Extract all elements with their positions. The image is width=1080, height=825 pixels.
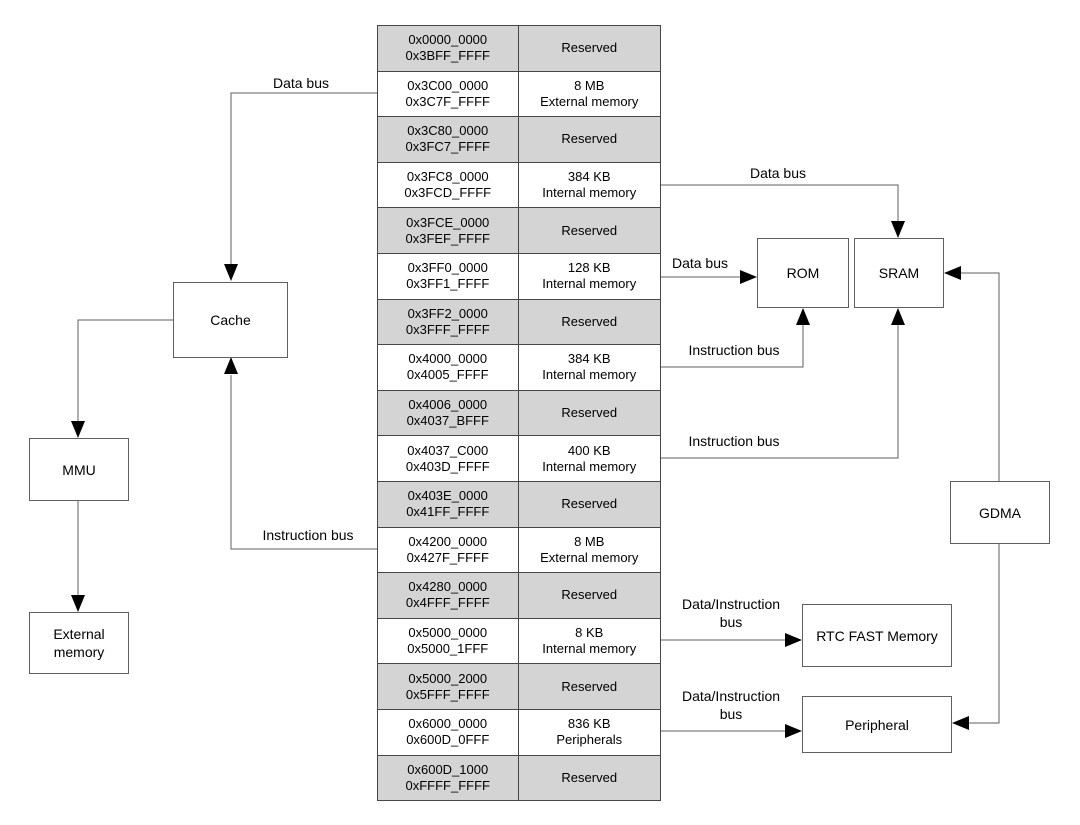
address-range-cell: 0x5000_2000 0x5FFF_FFFF — [378, 664, 519, 709]
arrowhead-into-sram-bottom — [891, 308, 905, 325]
address-range-cell: 0x6000_0000 0x600D_0FFF — [378, 709, 519, 755]
address-range-cell: 0x4200_0000 0x427F_FFFF — [378, 527, 519, 573]
address-range-cell: 0x4280_0000 0x4FFF_FFFF — [378, 573, 519, 618]
arrowhead-into-external-memory — [71, 595, 85, 612]
description-cell: Reserved — [518, 390, 660, 436]
address-range-cell: 0x3FC8_0000 0x3FCD_FFFF — [378, 162, 519, 208]
arrowhead-into-sram-right — [944, 266, 961, 280]
description-cell: Reserved — [518, 26, 660, 71]
arrowhead-into-sram-top — [891, 221, 905, 238]
address-range-cell: 0x3FF0_0000 0x3FF1_FFFF — [378, 253, 519, 299]
table-row: 0x3C00_0000 0x3C7F_FFFF 8 MB External mem… — [378, 70, 660, 117]
cache-box: Cache — [173, 282, 288, 358]
arrowhead-into-cache-bottom — [224, 357, 238, 374]
rom-box: ROM — [757, 238, 849, 308]
peripheral-box: Peripheral — [802, 696, 952, 753]
address-range-cell: 0x600D_1000 0xFFFF_FFFF — [378, 755, 519, 801]
address-range-cell: 0x4006_0000 0x4037_BFFF — [378, 390, 519, 436]
external-memory-box: External memory — [29, 612, 129, 674]
description-cell: 128 KB Internal memory — [542, 260, 637, 292]
description-cell: 836 KB Peripherals — [556, 716, 623, 748]
data-bus-cache-label: Data bus — [272, 75, 330, 91]
instruction-bus-to-cache-wire — [230, 375, 377, 550]
description-cell: 8 KB Internal memory — [542, 625, 637, 657]
instruction-bus-cache-label: Instruction bus — [262, 527, 354, 543]
description-cell: 400 KB Internal memory — [542, 442, 637, 474]
data-bus-to-cache-wire — [230, 92, 377, 265]
table-row: 0x4000_0000 0x4005_FFFF 384 KB Internal m… — [378, 344, 660, 390]
gdma-box: GDMA — [950, 481, 1050, 544]
sram-box: SRAM — [854, 238, 944, 308]
description-cell: Reserved — [518, 481, 660, 527]
description-cell: Reserved — [518, 573, 660, 618]
address-range-cell: 0x3FCE_0000 0x3FEF_FFFF — [378, 208, 519, 253]
address-range-cell: 0x0000_0000 0x3BFF_FFFF — [378, 26, 519, 71]
description-cell: Reserved — [518, 208, 660, 253]
table-row: 0x4037_C000 0x403D_FFFF 400 KB Internal m… — [378, 435, 660, 481]
description-cell: Reserved — [518, 117, 660, 162]
instruction-bus-rom-label: Instruction bus — [688, 342, 780, 358]
data-bus-to-sram-wire — [661, 184, 899, 222]
description-cell: 384 KB Internal memory — [542, 169, 637, 201]
address-range-cell: 0x403E_0000 0x41FF_FFFF — [378, 481, 519, 527]
description-cell: 8 MB External memory — [540, 533, 639, 565]
table-row: 0x3FC8_0000 0x3FCD_FFFF 384 KB Internal m… — [378, 161, 660, 208]
description-cell: Reserved — [518, 755, 660, 801]
arrowhead-into-rom-bottom — [796, 308, 810, 325]
gdma-to-peripheral-wire — [968, 544, 1000, 724]
arrowhead-into-peripheral-right — [952, 716, 969, 730]
data-instruction-bus-peripheral-label: Data/Instruction bus — [681, 688, 781, 722]
arrowhead-into-rom-left — [740, 270, 757, 284]
rtc-fast-memory-box: RTC FAST Memory — [802, 604, 952, 667]
address-range-cell: 0x3FF2_0000 0x3FFF_FFFF — [378, 299, 519, 345]
table-row: 0x3FF0_0000 0x3FF1_FFFF 128 KB Internal m… — [378, 252, 660, 299]
address-range-cell: 0x3C80_0000 0x3FC7_FFFF — [378, 117, 519, 162]
data-bus-rom-label: Data bus — [671, 255, 729, 271]
arrowhead-into-rtc — [785, 633, 802, 647]
description-cell: 384 KB Internal memory — [542, 351, 637, 383]
instruction-bus-to-sram-wire — [661, 324, 899, 459]
address-range-cell: 0x5000_0000 0x5000_1FFF — [378, 618, 519, 664]
table-row: 0x5000_0000 0x5000_1FFF 8 KB Internal mem… — [378, 617, 660, 664]
arrowhead-into-cache-top — [224, 264, 238, 281]
address-range-cell: 0x4000_0000 0x4005_FFFF — [378, 345, 519, 390]
description-cell: Reserved — [518, 299, 660, 345]
table-row: 0x4200_0000 0x427F_FFFF 8 MB External mem… — [378, 526, 660, 573]
instruction-bus-to-rom-wire — [661, 324, 804, 368]
address-range-cell: 0x3C00_0000 0x3C7F_FFFF — [378, 71, 519, 117]
data-bus-sram-label: Data bus — [749, 165, 807, 181]
data-instruction-bus-rtc-label: Data/Instruction bus — [681, 596, 781, 630]
mmu-box: MMU — [29, 438, 129, 501]
arrowhead-into-mmu — [71, 421, 85, 438]
description-cell: 8 MB External memory — [540, 77, 639, 109]
table-row: 0x6000_0000 0x600D_0FFF 836 KB Peripheral… — [378, 708, 660, 755]
gdma-to-sram-wire — [960, 272, 1000, 481]
description-cell: Reserved — [518, 664, 660, 709]
address-range-cell: 0x4037_C000 0x403D_FFFF — [378, 436, 519, 481]
arrowhead-into-peripheral-left — [785, 724, 802, 738]
cache-to-mmu-wire — [77, 319, 173, 422]
instruction-bus-sram-label: Instruction bus — [688, 433, 780, 449]
